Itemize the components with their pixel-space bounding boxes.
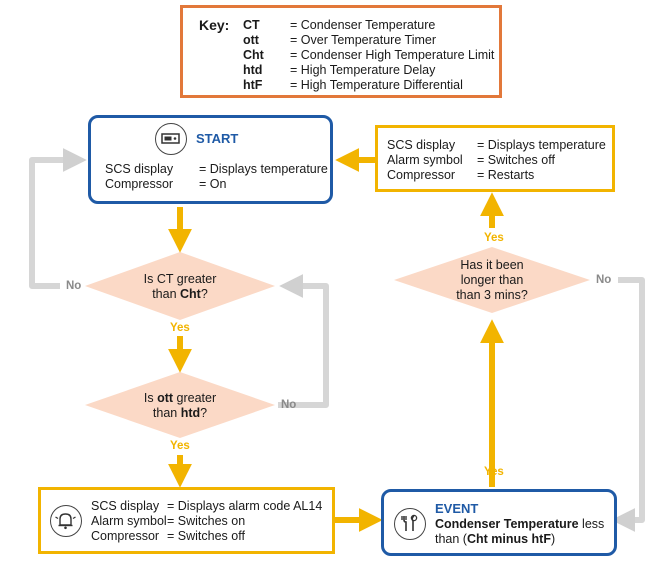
row-value: = Displays alarm code AL14 [167, 499, 323, 513]
start-row: SCS display = Displays temperature [105, 162, 328, 177]
row-value: = On [199, 177, 227, 191]
text-bold-part: Condenser Temperature [435, 517, 579, 531]
key-abbr: ott [243, 33, 259, 47]
key-abbr: htF [243, 78, 263, 92]
decision1-text: Is CT greater than Cht? [115, 272, 245, 302]
event-text: Condenser Temperature less than (Cht min… [435, 517, 604, 547]
restart-row: Compressor = Restarts [387, 168, 606, 183]
decision1-line2: than Cht? [115, 287, 245, 302]
yes-label-decision1: Yes [170, 322, 190, 334]
key-abbr: Cht [243, 48, 264, 62]
text-bold-part: Cht [180, 287, 201, 301]
decision3-line3: than 3 mins? [456, 288, 528, 302]
text-bold-part: htd [180, 406, 201, 420]
key-def: = Condenser Temperature [290, 18, 436, 32]
decision3-diamond [394, 247, 590, 313]
decision3-line1: Has it been [460, 258, 524, 272]
text-part: ? [200, 406, 208, 420]
restart-row: SCS display = Displays temperature [387, 138, 606, 153]
alarm-bell-icon [50, 505, 82, 537]
alarm-rows: SCS display = Displays alarm code AL14 Al… [91, 499, 322, 544]
tools-icon [394, 508, 426, 540]
event-box: EVENT Condenser Temperature less than (C… [381, 489, 617, 556]
decision3-text: Has it been longer than than 3 mins? [432, 258, 552, 303]
text-part: than ( [435, 532, 467, 546]
decision2-line2: than htd? [115, 406, 245, 421]
key-item: CT = Condenser Temperature [243, 18, 435, 33]
decision2-text: Is ott greater than htd? [115, 391, 245, 421]
start-rows: SCS display = Displays temperature Compre… [105, 162, 328, 192]
start-box: START SCS display = Displays temperature … [88, 115, 333, 204]
row-label: Compressor [105, 177, 174, 191]
event-title: EVENT [435, 501, 479, 516]
row-value: = Restarts [477, 168, 535, 182]
key-def: = Condenser High Temperature Limit [290, 48, 495, 62]
alarm-row: Alarm symbol= Switches on [91, 514, 322, 529]
decision2-line1: Is ott greater [115, 391, 245, 406]
event-line2: than (Cht minus htF) [435, 532, 604, 547]
key-item: htd = High Temperature Delay [243, 63, 435, 78]
text-part: less [578, 517, 605, 531]
key-item: Cht = Condenser High Temperature Limit [243, 48, 494, 63]
decision3-line2: longer than [460, 273, 524, 287]
key-abbr: CT [243, 18, 260, 32]
restart-row: Alarm symbol = Switches off [387, 153, 606, 168]
text-part: Is [143, 391, 158, 405]
key-def: = Over Temperature Timer [290, 33, 437, 47]
row-label: SCS display [387, 138, 456, 152]
row-label: SCS display [91, 499, 160, 513]
row-label: Compressor [91, 529, 160, 543]
yes-label-decision2: Yes [170, 440, 190, 452]
start-row: Compressor = On [105, 177, 328, 192]
text-bold-part: ott [157, 391, 174, 405]
text-part: ) [550, 532, 556, 546]
start-title: START [196, 131, 239, 146]
decision1-diamond [85, 252, 275, 320]
key-legend: Key: CT = Condenser Temperature ott = Over… [180, 5, 502, 98]
row-value: = Switches off [167, 529, 245, 543]
row-label: Alarm symbol [387, 153, 463, 167]
alarm-box: SCS display = Displays alarm code AL14 Al… [38, 487, 335, 554]
key-def: = High Temperature Differential [290, 78, 463, 92]
row-value: = Displays temperature [199, 162, 328, 176]
text-bold-part: Cht minus htF [466, 532, 551, 546]
alarm-row: SCS display = Displays alarm code AL14 [91, 499, 322, 514]
key-def: = High Temperature Delay [290, 63, 436, 77]
row-label: Alarm symbol [91, 514, 167, 528]
key-title: Key: [199, 17, 230, 33]
no-loop-decision2 [278, 274, 329, 408]
no-label-decision2: No [281, 399, 297, 411]
key-item: ott = Over Temperature Timer [243, 33, 436, 48]
row-value: = Switches on [167, 514, 246, 528]
restart-box: SCS display = Displays temperature Alarm … [375, 125, 615, 192]
key-item: htF = High Temperature Differential [243, 78, 463, 93]
text-part: than [152, 287, 181, 301]
row-value: = Displays temperature [477, 138, 606, 152]
event-line1: Condenser Temperature less [435, 517, 604, 532]
text-part: ? [200, 287, 208, 301]
yes-label-decision3: Yes [484, 232, 504, 244]
row-label: SCS display [105, 162, 174, 176]
no-loop-decision1 [29, 148, 87, 289]
no-label-decision1: No [66, 280, 82, 292]
key-abbr: htd [243, 63, 263, 77]
row-value: = Switches off [477, 153, 555, 167]
text-part: than [152, 406, 181, 420]
decision2-diamond [85, 372, 275, 438]
alarm-row: Compressor = Switches off [91, 529, 322, 544]
yes-label-event: Yes [484, 466, 504, 478]
no-label-decision3: No [596, 274, 612, 286]
decision1-line1: Is CT greater [143, 272, 217, 286]
row-label: Compressor [387, 168, 456, 182]
controller-display-icon [155, 123, 187, 155]
no-loop-decision3 [611, 277, 645, 532]
restart-rows: SCS display = Displays temperature Alarm … [387, 138, 606, 183]
text-part: greater [173, 391, 217, 405]
